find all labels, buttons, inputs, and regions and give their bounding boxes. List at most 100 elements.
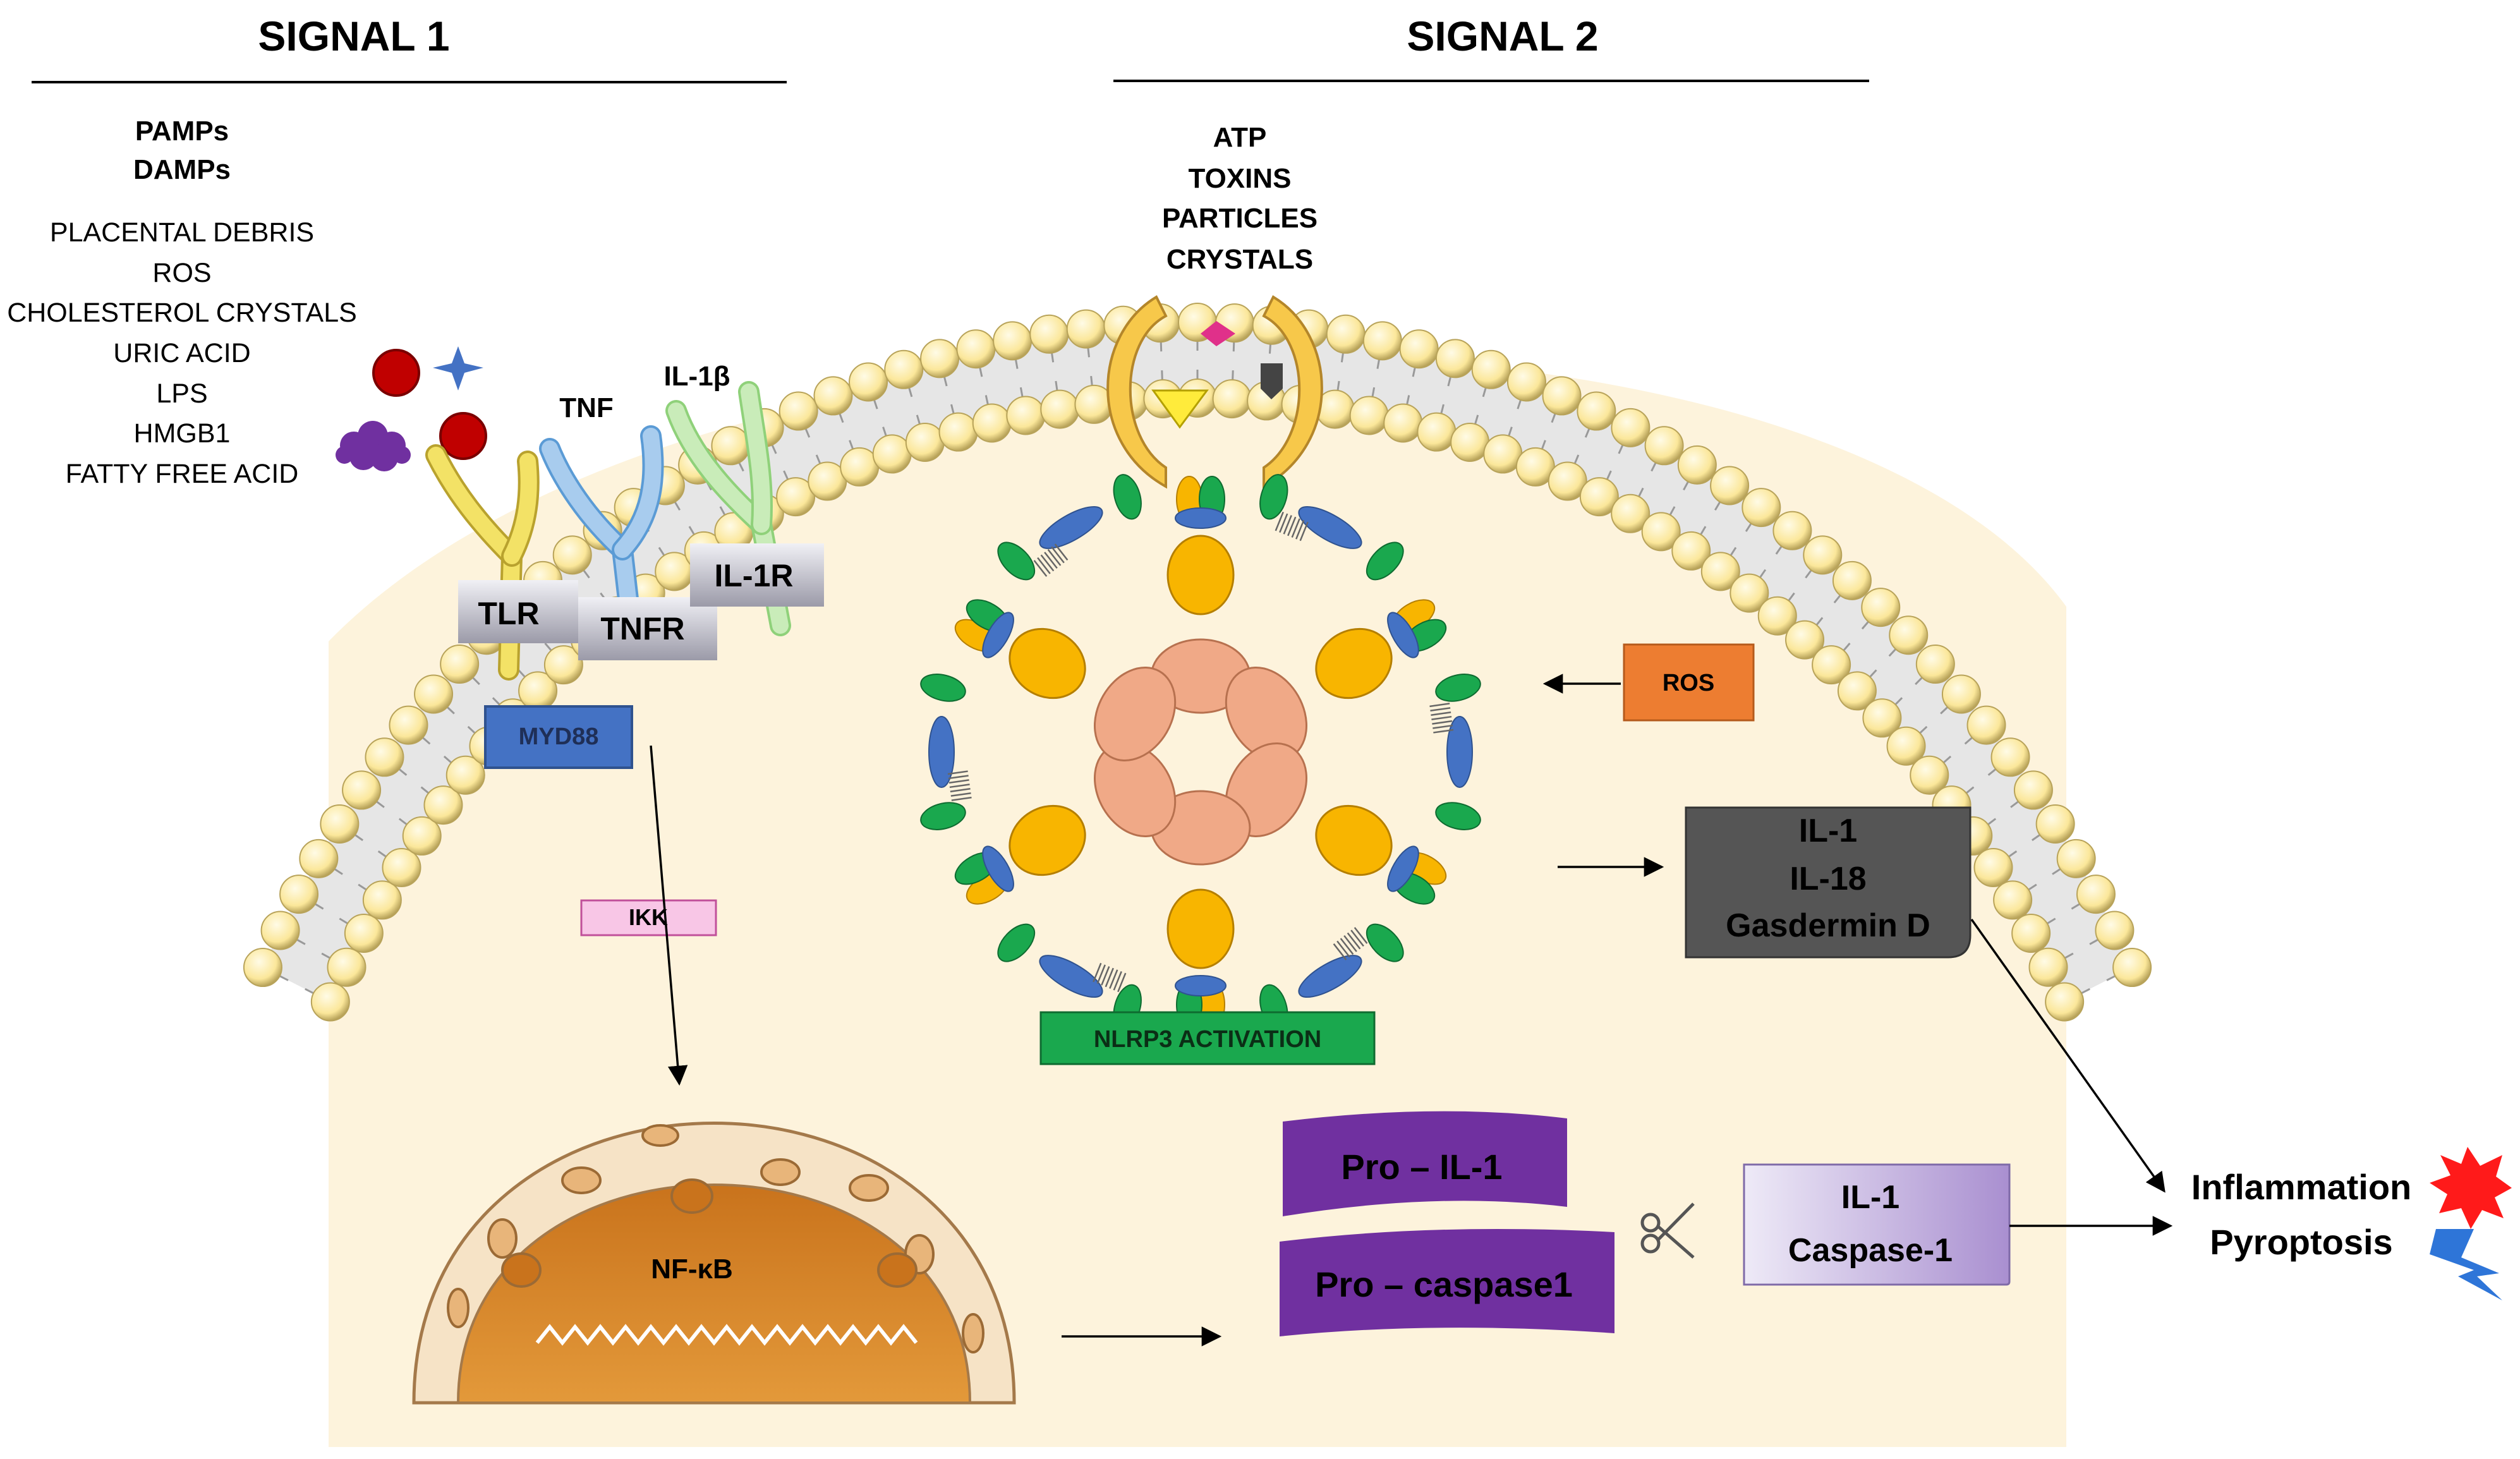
lipid-head-icon — [1611, 408, 1651, 447]
card-domain-icon — [997, 542, 1036, 581]
card-domain-icon — [1366, 923, 1404, 962]
lipid-head-icon — [320, 804, 360, 844]
il1r-label: IL-1R — [715, 558, 794, 593]
inflammation-label: Inflammation — [2191, 1167, 2411, 1207]
lipid-head-icon — [1349, 396, 1389, 435]
hatch-line — [1431, 715, 1452, 720]
purple-cluster-icon — [336, 421, 411, 471]
hatch-line — [1051, 546, 1065, 564]
tnfr-label: TNFR — [600, 611, 684, 646]
hatch-line — [1054, 543, 1069, 561]
card-domain-icon — [997, 923, 1036, 962]
asc-subunit-icon — [1093, 666, 1177, 762]
hatch-line — [949, 784, 970, 789]
hatch-line — [948, 775, 969, 780]
lipid-head-icon — [1435, 339, 1475, 378]
lipid-head-icon — [1861, 588, 1901, 627]
lipid-head-icon — [2095, 911, 2135, 950]
lipid-head-icon — [1644, 426, 1684, 466]
nfkb-label: NF-κB — [651, 1254, 733, 1285]
lipid-head-icon — [1941, 674, 1981, 714]
card-domain-icon — [1435, 802, 1481, 830]
lipid-head-icon — [1066, 309, 1106, 349]
hatch-line — [1287, 516, 1297, 536]
lipid-head-icon — [1326, 314, 1366, 354]
lipid-head-icon — [2028, 947, 2068, 987]
lipid-head-icon — [776, 477, 816, 517]
lipid-head-icon — [1772, 511, 1812, 550]
il1r-box — [690, 543, 824, 607]
lipid-head-icon — [279, 875, 319, 914]
card-domain-icon — [920, 674, 966, 702]
hatch-line — [1333, 943, 1347, 960]
nucleus-icon — [412, 1122, 1016, 1405]
card-domain-icon — [1113, 474, 1142, 520]
lipid-head-icon — [1548, 461, 1587, 501]
trigger-item: TOXINS — [1188, 163, 1291, 194]
hatch-line — [948, 779, 969, 784]
linker-domain-icon — [1446, 716, 1473, 788]
card-domain-icon — [1366, 542, 1404, 581]
lipid-head-icon — [402, 816, 442, 856]
membrane-channel-icon — [1106, 295, 1323, 489]
arrow-products-to-outcome — [1970, 918, 2166, 1193]
lipid-head-icon — [1993, 880, 2033, 920]
hatch-mark-icon — [947, 770, 972, 801]
nlrp3-subunit-icon — [1166, 888, 1235, 969]
lipid-head-icon — [1040, 389, 1080, 429]
hatch-mark-icon — [1033, 543, 1069, 577]
hatch-line — [1347, 932, 1361, 950]
lipid-head-icon — [1399, 329, 1439, 369]
signal2-trigger-list: ATP TOXINS PARTICLES CRYSTALS — [1162, 122, 1318, 275]
trigger-item: LPS — [156, 378, 207, 409]
lipid-head-icon — [2035, 804, 2075, 844]
lipid-head-icon — [440, 645, 480, 684]
lipid-head-icon — [1966, 705, 2006, 745]
tlr-box — [458, 580, 578, 643]
lipid-head-icon — [1803, 535, 1843, 575]
lipid-head-icon — [1785, 620, 1825, 660]
caspase-domain-icon — [1387, 612, 1419, 658]
caspase-domain-icon — [1175, 507, 1227, 529]
trigger-item: CHOLESTEROL CRYSTALS — [7, 298, 357, 328]
hatch-line — [1275, 511, 1284, 531]
hatch-line — [1354, 927, 1368, 944]
pro-caspase-label: Pro – caspase1 — [1315, 1264, 1573, 1304]
hatch-line — [1429, 703, 1450, 708]
trigger-item: HMGB1 — [134, 418, 231, 449]
hatch-line — [1047, 548, 1062, 566]
lipid-head-icon — [905, 422, 945, 462]
red-molecule-icon — [439, 412, 487, 460]
lipid-head-icon — [1641, 512, 1681, 552]
lipid-head-icon — [344, 913, 384, 953]
lipid-head-icon — [1990, 737, 2030, 777]
hatch-line — [1430, 707, 1451, 712]
caspase-domain-icon — [1175, 975, 1227, 996]
lipid-head-icon — [1886, 726, 1926, 766]
caspase-domain-icon — [1387, 845, 1419, 892]
lipid-head-icon — [1700, 552, 1740, 591]
linker-domain-icon — [928, 716, 955, 788]
pamps-label: PAMPs — [135, 116, 229, 147]
trigger-item: CRYSTALS — [1166, 244, 1313, 275]
lipid-head-icon — [1837, 671, 1877, 711]
pro-caspase-ribbon — [1280, 1229, 1614, 1336]
hatch-line — [1295, 519, 1305, 540]
blue-star-icon — [433, 346, 483, 390]
signal2-title: SIGNAL 2 — [1407, 13, 1598, 59]
hatch-line — [1433, 724, 1453, 729]
hatch-line — [947, 770, 968, 775]
tnfr-receptor-icon — [539, 425, 664, 643]
lipid-head-icon — [1471, 349, 1511, 389]
lipid-head-icon — [365, 737, 404, 777]
lipid-head-icon — [1742, 488, 1781, 528]
lipid-head-icon — [1671, 531, 1711, 571]
lipid-head-icon — [1729, 573, 1769, 613]
lipid-head-icon — [1710, 466, 1750, 506]
red-molecule-icon — [372, 349, 420, 397]
nlrp3-subunit-icon — [1315, 804, 1393, 876]
pyroptosis-label: Pyroptosis — [2210, 1222, 2392, 1262]
lipid-head-icon — [872, 434, 912, 474]
product-il18-label: IL-18 — [1790, 861, 1866, 897]
